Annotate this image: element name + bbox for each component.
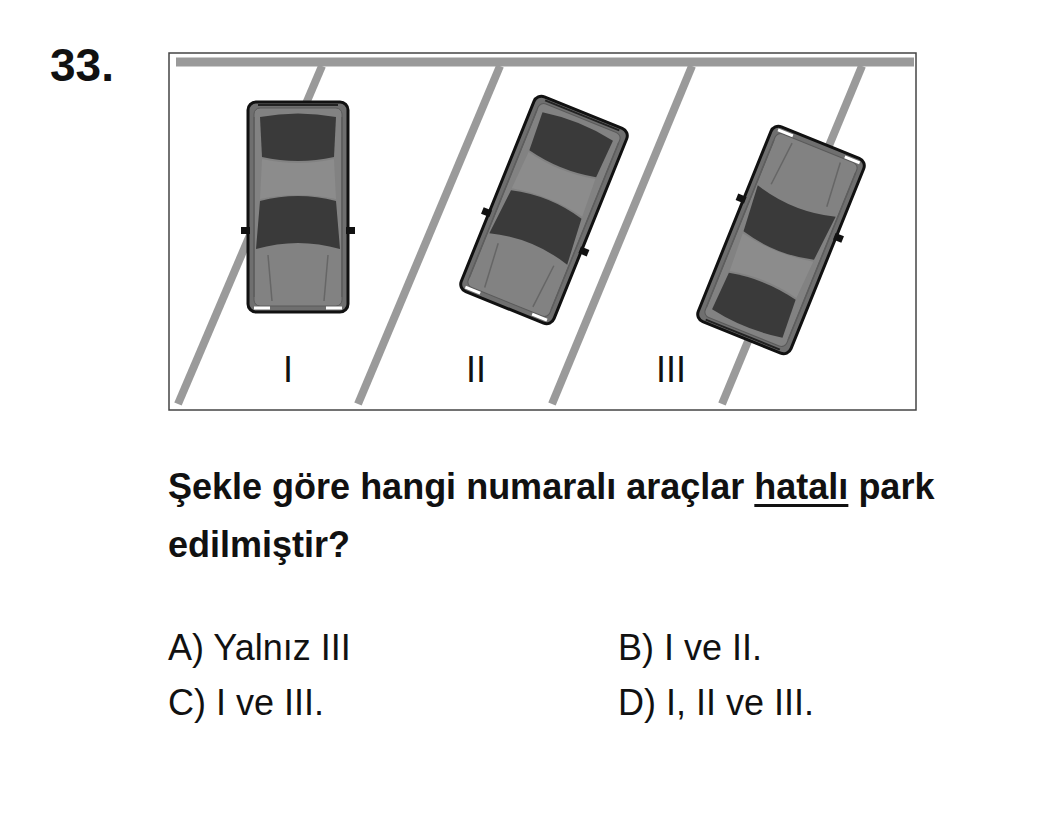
frame <box>169 53 916 410</box>
car <box>241 102 355 312</box>
word: edilmiştir? <box>168 524 350 565</box>
question-number: 33. <box>50 38 114 93</box>
word: Şekle <box>168 466 262 507</box>
car <box>452 91 636 328</box>
answer-option: A) Yalnız III <box>168 626 351 669</box>
space <box>744 466 754 507</box>
word: araçlar <box>626 466 744 507</box>
word: park <box>858 466 934 507</box>
slot-number: III <box>656 348 686 391</box>
answer-option: C) I ve III. <box>168 681 324 724</box>
question-text: Şekle göre hangi numaralı araçlar hatalı… <box>168 458 1048 574</box>
answer-option: B) I ve II. <box>618 626 762 669</box>
space <box>262 466 272 507</box>
space <box>456 466 466 507</box>
curb-line <box>176 58 914 67</box>
slot-number: II <box>466 348 486 391</box>
car <box>689 121 873 358</box>
slot-number: I <box>283 348 293 391</box>
space <box>616 466 626 507</box>
space <box>350 466 360 507</box>
answer-option: D) I, II ve III. <box>618 681 814 724</box>
space <box>848 466 858 507</box>
word: numaralı <box>466 466 616 507</box>
emphasis-word: hatalı <box>754 466 848 507</box>
word: hangi <box>360 466 456 507</box>
word: göre <box>272 466 350 507</box>
